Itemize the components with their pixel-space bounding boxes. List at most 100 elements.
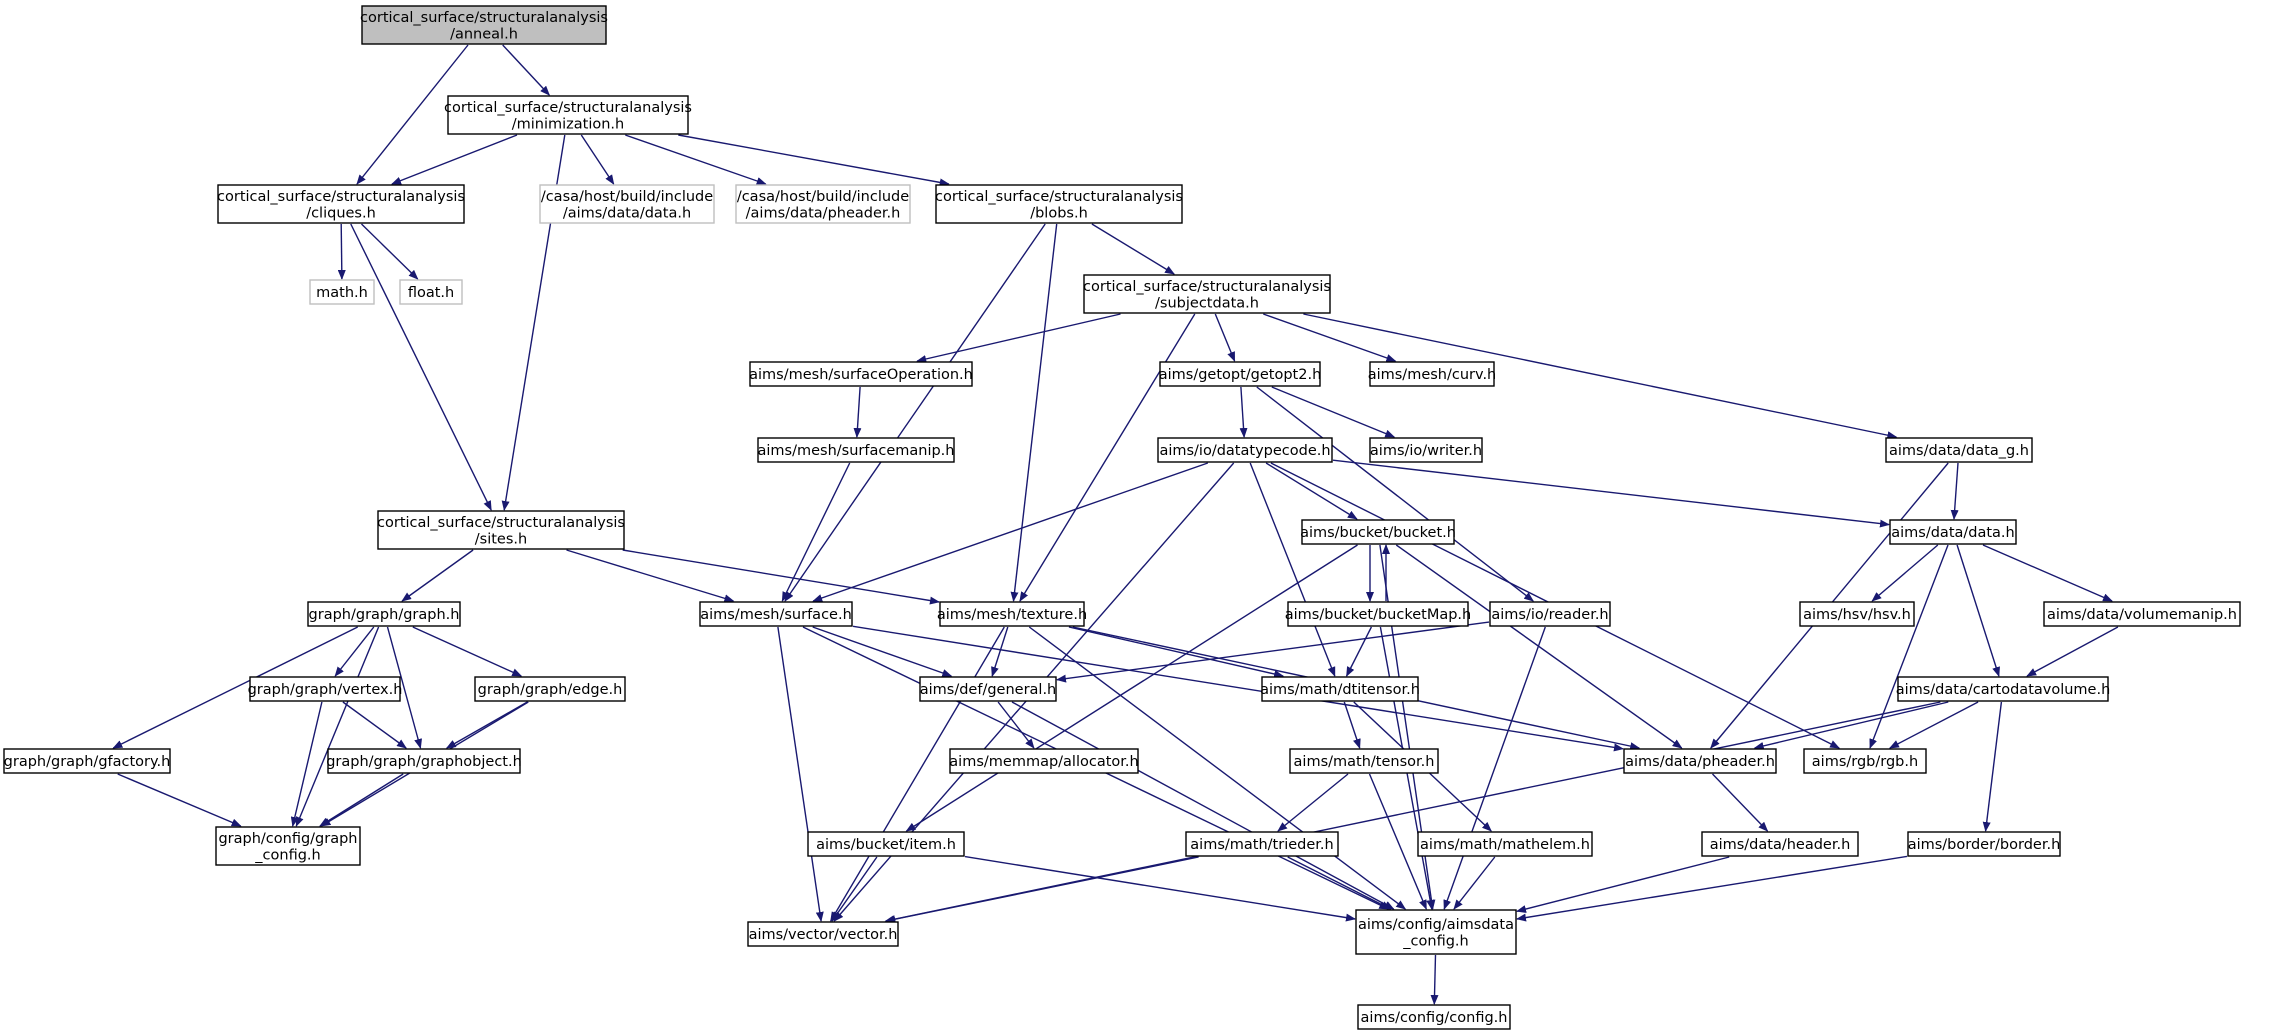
edge-datatypecode-to-surface: [812, 462, 1209, 602]
node-vector[interactable]: aims/vector/vector.h: [747, 921, 899, 947]
node-label: aims/io/reader.h: [1491, 607, 1608, 623]
node-box[interactable]: [309, 279, 375, 305]
node-box[interactable]: [217, 184, 465, 224]
edge-surface-to-pheader: [852, 625, 1624, 752]
node-box[interactable]: [1885, 437, 2033, 463]
edge-border-to-aimsdata_config: [1516, 855, 1908, 922]
node-surfacemanip[interactable]: aims/mesh/surfacemanip.h: [757, 437, 955, 463]
node-box[interactable]: [539, 184, 715, 224]
node-dtitensor[interactable]: aims/math/dtitensor.h: [1260, 676, 1420, 702]
node-volumemanip[interactable]: aims/data/volumemanip.h: [2043, 601, 2241, 627]
node-box[interactable]: [1897, 676, 2109, 702]
node-tensor[interactable]: aims/math/tensor.h: [1289, 748, 1439, 774]
node-box[interactable]: [1355, 909, 1517, 955]
node-anneal[interactable]: cortical_surface/structuralanalysis/anne…: [360, 5, 608, 45]
node-box[interactable]: [749, 361, 973, 387]
node-graph_config[interactable]: graph/config/graph_config.h: [215, 826, 361, 866]
node-box[interactable]: [1803, 748, 1927, 774]
node-trieder[interactable]: aims/math/trieder.h: [1185, 831, 1339, 857]
node-pheader[interactable]: aims/data/pheader.h: [1623, 748, 1777, 774]
node-graph[interactable]: graph/graph/graph.h: [307, 601, 461, 627]
node-box[interactable]: [939, 601, 1085, 627]
node-curv[interactable]: aims/mesh/curv.h: [1368, 361, 1497, 387]
node-box[interactable]: [1083, 274, 1331, 314]
node-box[interactable]: [1159, 361, 1321, 387]
node-minimization[interactable]: cortical_surface/structuralanalysis/mini…: [444, 95, 692, 135]
node-box[interactable]: [1623, 748, 1777, 774]
node-box[interactable]: [757, 437, 955, 463]
node-box[interactable]: [399, 279, 463, 305]
node-box[interactable]: [807, 831, 965, 857]
node-box[interactable]: [919, 676, 1057, 702]
node-box[interactable]: [215, 826, 361, 866]
node-vertex[interactable]: graph/graph/vertex.h: [248, 676, 403, 702]
node-box[interactable]: [474, 676, 626, 702]
node-box[interactable]: [1261, 676, 1419, 702]
node-header[interactable]: aims/data/header.h: [1701, 831, 1859, 857]
node-aimsdata_config[interactable]: aims/config/aimsdata_config.h: [1355, 909, 1517, 955]
node-box[interactable]: [1287, 601, 1469, 627]
node-float[interactable]: float.h: [399, 279, 463, 305]
node-hsv[interactable]: aims/hsv/hsv.h: [1799, 601, 1915, 627]
node-box[interactable]: [1907, 831, 2061, 857]
node-math[interactable]: math.h: [309, 279, 375, 305]
node-box[interactable]: [1701, 831, 1859, 857]
node-data[interactable]: aims/data/data.h: [1889, 519, 2017, 545]
node-graphobject[interactable]: graph/graph/graphobject.h: [326, 748, 522, 774]
node-box[interactable]: [747, 921, 899, 947]
node-box[interactable]: [361, 5, 607, 45]
node-datatypecode[interactable]: aims/io/datatypecode.h: [1157, 437, 1333, 463]
node-border[interactable]: aims/border/border.h: [1907, 831, 2061, 857]
node-rgb[interactable]: aims/rgb/rgb.h: [1803, 748, 1927, 774]
edge-datatypecode-to-dtitensor: [1249, 462, 1336, 677]
node-box[interactable]: [1417, 831, 1593, 857]
node-surface[interactable]: aims/mesh/surface.h: [699, 601, 853, 627]
node-surfaceOperation[interactable]: aims/mesh/surfaceOperation.h: [749, 361, 973, 387]
node-box[interactable]: [327, 748, 521, 774]
node-box[interactable]: [1369, 437, 1483, 463]
node-edge[interactable]: graph/graph/edge.h: [474, 676, 626, 702]
node-box[interactable]: [1185, 831, 1339, 857]
node-general[interactable]: aims/def/general.h: [919, 676, 1057, 702]
node-box[interactable]: [1301, 519, 1455, 545]
node-box[interactable]: [3, 748, 171, 774]
edge-general-to-allocator: [997, 701, 1035, 749]
node-box[interactable]: [2043, 601, 2241, 627]
node-box[interactable]: [1157, 437, 1333, 463]
node-box[interactable]: [1489, 601, 1611, 627]
node-item[interactable]: aims/bucket/item.h: [807, 831, 965, 857]
node-box[interactable]: [307, 601, 461, 627]
node-bucketMap[interactable]: aims/bucket/bucketMap.h: [1285, 601, 1471, 627]
node-getopt2[interactable]: aims/getopt/getopt2.h: [1159, 361, 1322, 387]
node-texture[interactable]: aims/mesh/texture.h: [937, 601, 1087, 627]
node-box[interactable]: [949, 748, 1139, 774]
node-casa_pheader[interactable]: /casa/host/build/include/aims/data/phead…: [735, 184, 911, 224]
node-mathelem[interactable]: aims/math/mathelem.h: [1417, 831, 1593, 857]
node-casa_data[interactable]: /casa/host/build/include/aims/data/data.…: [539, 184, 715, 224]
node-box[interactable]: [1799, 601, 1915, 627]
node-box[interactable]: [1289, 748, 1439, 774]
node-box[interactable]: [1369, 361, 1495, 387]
node-box[interactable]: [699, 601, 853, 627]
node-box[interactable]: [249, 676, 401, 702]
edge-dtitensor-to-tensor: [1343, 701, 1361, 749]
node-box[interactable]: [447, 95, 689, 135]
node-cartodatavolume[interactable]: aims/data/cartodatavolume.h: [1896, 676, 2111, 702]
node-cliques[interactable]: cortical_surface/structuralanalysis/cliq…: [217, 184, 465, 224]
node-box[interactable]: [935, 184, 1183, 224]
node-sites[interactable]: cortical_surface/structuralanalysis/site…: [377, 510, 625, 550]
node-writer[interactable]: aims/io/writer.h: [1369, 437, 1483, 463]
node-box[interactable]: [377, 510, 625, 550]
node-data_g[interactable]: aims/data/data_g.h: [1885, 437, 2033, 463]
node-blobs[interactable]: cortical_surface/structuralanalysis/blob…: [935, 184, 1183, 224]
node-label: /aims/data/data.h: [563, 205, 691, 221]
node-reader[interactable]: aims/io/reader.h: [1489, 601, 1611, 627]
node-gfactory[interactable]: graph/graph/gfactory.h: [3, 748, 171, 774]
node-box[interactable]: [735, 184, 911, 224]
node-allocator[interactable]: aims/memmap/allocator.h: [949, 748, 1139, 774]
node-box[interactable]: [1889, 519, 2017, 545]
node-box[interactable]: [1357, 1004, 1511, 1030]
node-subjectdata[interactable]: cortical_surface/structuralanalysis/subj…: [1083, 274, 1331, 314]
node-config[interactable]: aims/config/config.h: [1357, 1004, 1511, 1030]
node-bucket[interactable]: aims/bucket/bucket.h: [1300, 519, 1456, 545]
